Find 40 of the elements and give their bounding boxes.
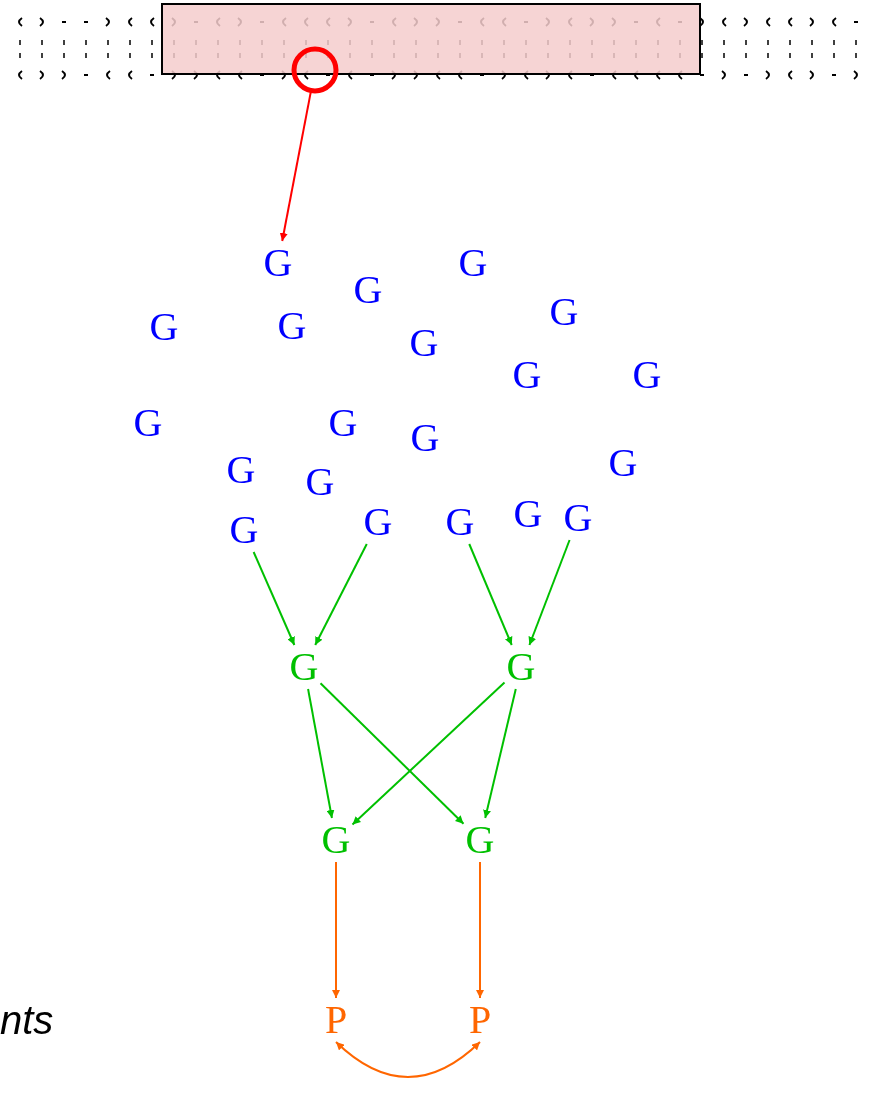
node-letter: G	[408, 416, 442, 460]
node-letter: G	[361, 500, 395, 544]
node-letter: G	[630, 353, 664, 397]
node-letter: G	[561, 496, 595, 540]
arrow	[279, 91, 312, 242]
node-letter: G	[303, 460, 337, 504]
arrow	[528, 539, 571, 646]
node-letter: G	[510, 353, 544, 397]
node-letter: G	[287, 645, 321, 689]
node-letter: G	[261, 241, 295, 285]
node-letter: G	[407, 321, 441, 365]
node-letter: G	[443, 500, 477, 544]
arrow	[252, 551, 296, 646]
node-letter: G	[606, 441, 640, 485]
arrow	[468, 543, 513, 646]
node-letter: G	[147, 305, 181, 349]
node-letter: G	[227, 508, 261, 552]
node-letter: G	[275, 304, 309, 348]
highlight-circle	[290, 45, 340, 95]
node-letter: G	[511, 492, 545, 536]
note-text: nts	[0, 1000, 54, 1040]
node-letter: G	[131, 401, 165, 445]
arrow	[483, 688, 517, 819]
node-letter: P	[467, 998, 494, 1042]
node-letter: G	[463, 818, 497, 862]
arrow	[314, 543, 368, 646]
arrow	[332, 861, 340, 999]
arrow	[307, 688, 335, 819]
arrow	[319, 682, 465, 825]
node-letter: G	[351, 268, 385, 312]
node-letter: G	[319, 818, 353, 862]
node-letter: P	[323, 998, 350, 1042]
node-letter: G	[224, 448, 258, 492]
arrow	[351, 681, 506, 826]
arrow	[335, 1041, 481, 1078]
node-letter: G	[326, 401, 360, 445]
node-letter: G	[456, 241, 490, 285]
node-letter: G	[504, 645, 538, 689]
node-letter: G	[547, 290, 581, 334]
arrow	[476, 861, 484, 999]
